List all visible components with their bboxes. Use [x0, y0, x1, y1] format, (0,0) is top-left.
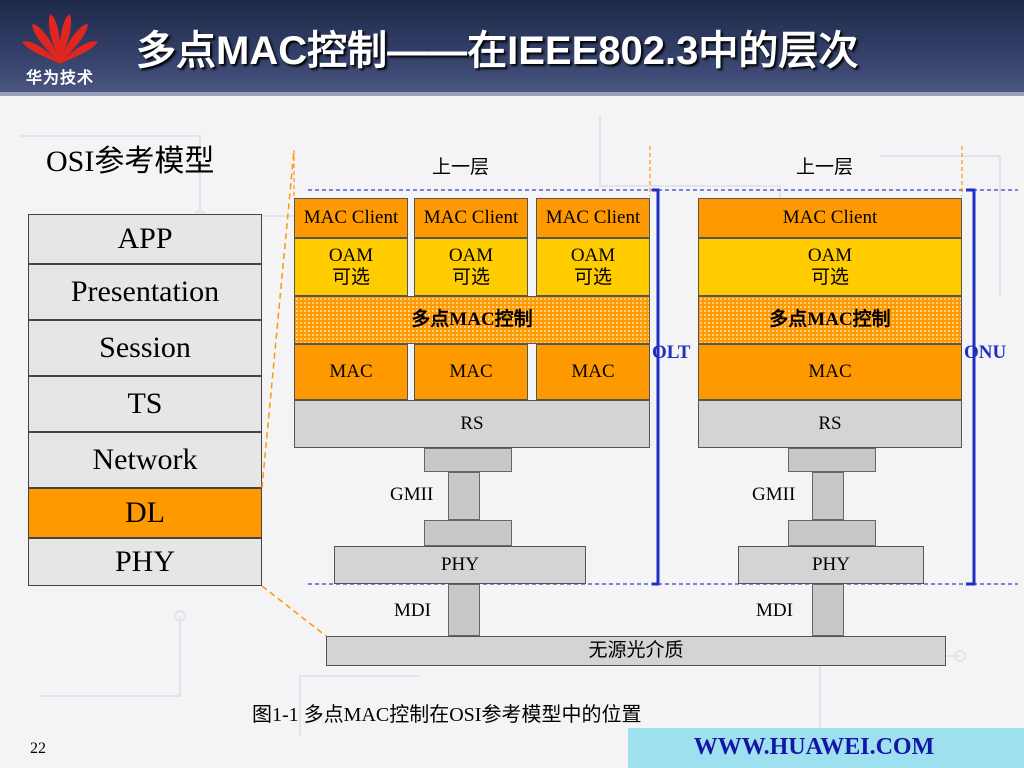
osi-layer-data-link: DL — [28, 488, 262, 538]
olt-oam-2-line2: 可选 — [451, 267, 490, 288]
onu-rs: RS — [698, 400, 962, 448]
olt-mac-3: MAC — [536, 344, 650, 400]
onu-gmii-bottom-connector — [788, 520, 876, 546]
osi-layer-app: APP — [28, 214, 262, 264]
olt-label: OLT — [652, 342, 691, 363]
figure-caption: 图1-1 多点MAC控制在OSI参考模型中的位置 — [252, 704, 642, 726]
huawei-logo-icon — [22, 14, 98, 64]
olt-oam-2: OAM 可选 — [414, 238, 528, 296]
olt-gmii-top-connector — [424, 448, 512, 472]
olt-mac-1: MAC — [294, 344, 408, 400]
onu-gmii-top-connector — [788, 448, 876, 472]
slide-header — [0, 0, 1024, 92]
olt-mac-2: MAC — [414, 344, 528, 400]
olt-oam-3-line2: 可选 — [573, 267, 612, 288]
onu-mdi-label: MDI — [756, 600, 793, 621]
olt-mdi-link — [448, 584, 480, 636]
osi-layer-presentation: Presentation — [28, 264, 262, 320]
olt-gmii-link — [448, 472, 480, 520]
olt-mac-client-1: MAC Client — [294, 198, 408, 238]
onu-oam: OAM 可选 — [698, 238, 962, 296]
osi-layer-transport: TS — [28, 376, 262, 432]
olt-mac-client-2: MAC Client — [414, 198, 528, 238]
page-number: 22 — [30, 740, 46, 757]
osi-layer-physical: PHY — [28, 538, 262, 586]
olt-oam-3-line1: OAM — [570, 245, 616, 266]
onu-gmii-label: GMII — [752, 484, 796, 505]
olt-phy: PHY — [334, 546, 586, 584]
onu-mdi-link — [812, 584, 844, 636]
header-divider — [0, 92, 1024, 96]
onu-multipoint-mac-control: 多点MAC控制 — [698, 296, 962, 344]
onu-gmii-link — [812, 472, 844, 520]
passive-optical-medium: 无源光介质 — [326, 636, 946, 666]
olt-multipoint-mac-control: 多点MAC控制 — [294, 296, 650, 344]
olt-rs: RS — [294, 400, 650, 448]
onu-phy: PHY — [738, 546, 924, 584]
logo-text: 华为技术 — [25, 70, 94, 87]
olt-oam-2-line1: OAM — [448, 245, 494, 266]
olt-mdi-label: MDI — [394, 600, 431, 621]
onu-upper-layer-label: 上一层 — [796, 157, 854, 178]
olt-mac-client-3: MAC Client — [536, 198, 650, 238]
onu-oam-line1: OAM — [807, 245, 853, 266]
olt-gmii-bottom-connector — [424, 520, 512, 546]
olt-oam-1-line1: OAM — [328, 245, 374, 266]
olt-upper-layer-label: 上一层 — [432, 157, 490, 178]
footer-url-bar — [628, 728, 1024, 768]
osi-layer-network: Network — [28, 432, 262, 488]
olt-oam-1-line2: 可选 — [331, 267, 370, 288]
olt-gmii-label: GMII — [390, 484, 434, 505]
onu-oam-line2: 可选 — [810, 267, 849, 288]
osi-model-label: OSI参考模型 — [46, 145, 215, 178]
osi-layer-session: Session — [28, 320, 262, 376]
olt-oam-1: OAM 可选 — [294, 238, 408, 296]
slide-title: 多点MAC控制——在IEEE802.3中的层次 — [136, 29, 859, 73]
olt-oam-3: OAM 可选 — [536, 238, 650, 296]
onu-label: ONU — [964, 342, 1007, 363]
footer-url[interactable]: WWW.HUAWEI.COM — [693, 734, 935, 760]
onu-mac-client: MAC Client — [698, 198, 962, 238]
onu-mac: MAC — [698, 344, 962, 400]
